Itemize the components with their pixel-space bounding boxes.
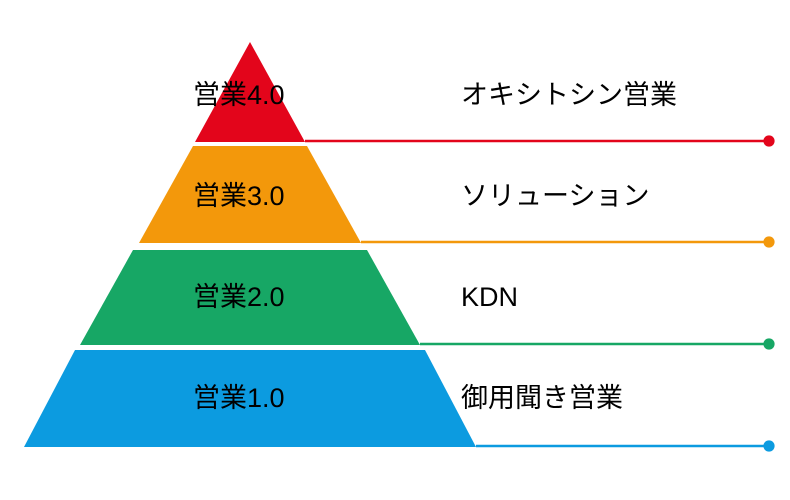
tier-label-level-3: 営業3.0 (193, 181, 285, 211)
side-label-level-3: ソリューション (461, 181, 650, 211)
connector-dot-level-1 (763, 440, 775, 452)
pyramid-tier-level-1[interactable] (24, 350, 476, 447)
connector-dot-level-4 (763, 135, 775, 147)
side-label-level-2: KDN (461, 282, 519, 312)
pyramid-tier-level-3[interactable] (139, 146, 361, 243)
tier-label-level-2: 営業2.0 (193, 282, 285, 312)
side-label-level-1: 御用聞き営業 (461, 383, 623, 413)
connector-dot-level-3 (763, 236, 775, 248)
tier-label-level-4: 営業4.0 (193, 80, 285, 110)
pyramid-tier-level-4[interactable] (195, 42, 305, 142)
side-label-level-4: オキシトシン営業 (461, 80, 677, 110)
tier-label-level-1: 営業1.0 (193, 383, 285, 413)
pyramid-tier-level-2[interactable] (80, 250, 420, 345)
connector-dot-level-2 (763, 338, 775, 350)
